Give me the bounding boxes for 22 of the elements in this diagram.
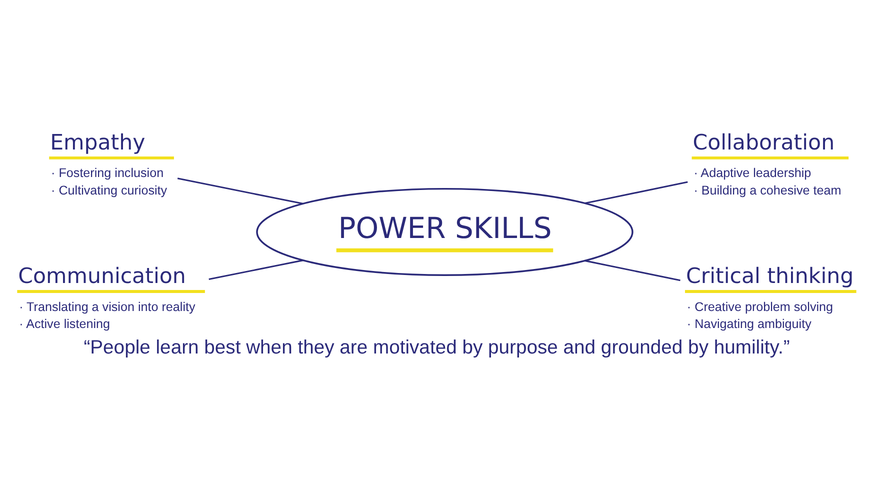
node-label: · Navigating ambiguity — [686, 316, 812, 331]
node-label: · Cultivating curiosity — [51, 183, 168, 198]
node-box — [17, 290, 205, 292]
node-label: Empathy — [50, 130, 146, 155]
node-label: Collaboration — [692, 130, 835, 155]
node-ellipse: POWER SKILLS — [256, 187, 634, 276]
node-label: · Adaptive leadership — [694, 166, 812, 180]
node-label: · Creative problem solving — [686, 299, 834, 314]
connector — [208, 259, 304, 280]
node-label: · Active listening — [19, 316, 110, 331]
node-label: · Building a cohesive team — [694, 183, 842, 198]
node-label: Critical thinking — [686, 263, 854, 288]
node-box — [692, 156, 849, 159]
node-box — [685, 290, 856, 292]
node-label: · Fostering inclusion — [51, 166, 164, 180]
connector — [584, 180, 688, 204]
node-box — [49, 156, 174, 159]
connector — [584, 259, 680, 281]
connector — [177, 177, 304, 204]
node-label: Communication — [18, 263, 186, 288]
node-label: · Translating a vision into reality — [19, 299, 196, 314]
caption: “People learn best when they are motivated by purpose and grounded by humility.” — [84, 336, 790, 358]
